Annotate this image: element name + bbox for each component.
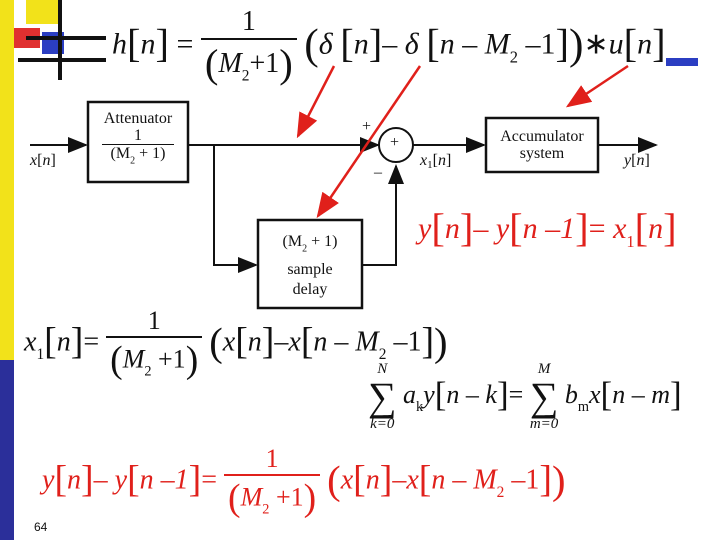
branch-to-delay-line xyxy=(213,145,258,273)
corner-logo xyxy=(14,0,114,80)
delay-label: (M2 + 1) sample delay xyxy=(282,233,338,298)
red-arrow-1 xyxy=(296,65,336,139)
accumulator-label: Accumulator system xyxy=(500,128,584,162)
accumulator-box xyxy=(484,116,600,174)
x1-equation: x1[n]= 1 (M2 +1) (x[n]–x[n – M2 –1]) xyxy=(24,306,448,381)
summer-plus-top: + xyxy=(362,118,372,135)
delay-to-sum-line xyxy=(362,164,404,266)
left-bar-yellow xyxy=(0,0,14,360)
delay-box xyxy=(256,218,364,310)
difference-equation-bottom: y[n]– y[n –1]= 1 (M2 +1) (x[n]–x[n – M2 … xyxy=(42,444,566,519)
red-arrow-2 xyxy=(316,65,422,219)
input-signal-label: x[n] xyxy=(30,152,56,169)
difference-equation-right: y[n]– y[n –1]= x1[n] xyxy=(418,205,677,251)
blue-accent-bar xyxy=(666,58,698,66)
summer-plus-center: + xyxy=(390,134,400,151)
red-arrow-3 xyxy=(565,64,629,108)
top-equation: h[n] = 1 (M2+1) (δ [n]– δ [n – M2 –1])∗u… xyxy=(112,6,666,86)
x1-signal-label: x1[n] xyxy=(420,152,452,171)
summer-minus-bottom: – xyxy=(374,164,382,181)
general-lccde: N ∑ k=0 aky[n – k]= M ∑ m=0 bmx[n – m] xyxy=(368,361,682,432)
output-signal-label: y[n] xyxy=(624,152,650,169)
attenuator-label: Attenuator 1 (M2 + 1) xyxy=(88,110,188,170)
page-number: 64 xyxy=(34,520,48,534)
attenuator-box xyxy=(86,100,190,184)
left-bar-blue xyxy=(0,360,14,540)
